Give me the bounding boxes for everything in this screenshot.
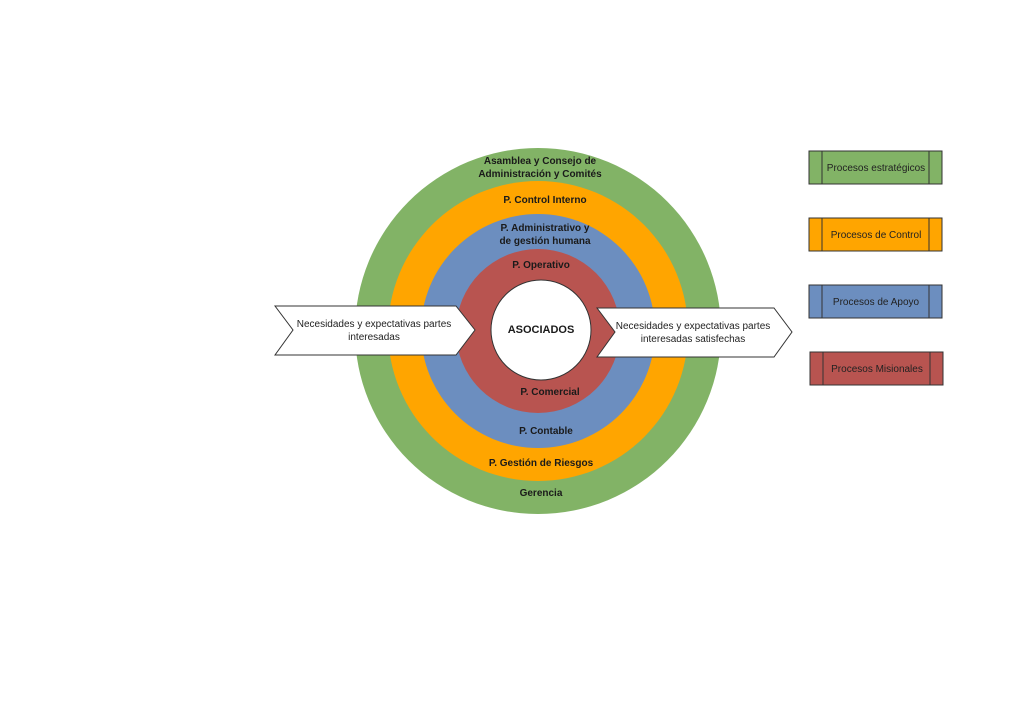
strategic-bottom-label: Gerencia <box>520 488 563 499</box>
support-top-label-1: P. Administrativo y <box>501 223 590 234</box>
legend-item-mission: Procesos Misionales <box>809 351 944 386</box>
output-arrow-text-2: interesadas satisfechas <box>641 334 746 345</box>
output-arrow-text-1: Necesidades y expectativas partes <box>616 321 771 332</box>
legend: Procesos estratégicos Procesos de Contro… <box>808 150 944 386</box>
strategic-top-label-2: Administración y Comités <box>478 169 602 180</box>
output-arrow-shape <box>596 307 793 358</box>
control-bottom-label: P. Gestión de Riesgos <box>489 458 594 469</box>
legend-label-mission: Procesos Misionales <box>831 364 923 375</box>
legend-label-strategic: Procesos estratégicos <box>827 163 925 174</box>
center-label: ASOCIADOS <box>508 324 575 336</box>
mission-bottom-label: P. Comercial <box>520 387 580 398</box>
center-circle <box>490 279 592 381</box>
mission-top-label: P. Operativo <box>512 260 570 271</box>
control-top-label: P. Control Interno <box>503 195 586 206</box>
input-arrow-text-2: interesadas <box>348 332 400 343</box>
legend-item-strategic: Procesos estratégicos <box>808 150 943 185</box>
input-arrow-text-1: Necesidades y expectativas partes <box>297 319 452 330</box>
legend-label-control: Procesos de Control <box>831 230 922 241</box>
support-bottom-label: P. Contable <box>519 426 573 437</box>
legend-item-control: Procesos de Control <box>808 217 943 252</box>
support-top-label-2: de gestión humana <box>499 236 591 247</box>
legend-label-support: Procesos de Apoyo <box>833 297 920 308</box>
strategic-top-label-1: Asamblea y Consejo de <box>484 156 597 167</box>
legend-item-support: Procesos de Apoyo <box>808 284 943 319</box>
input-arrow-shape <box>274 305 476 356</box>
